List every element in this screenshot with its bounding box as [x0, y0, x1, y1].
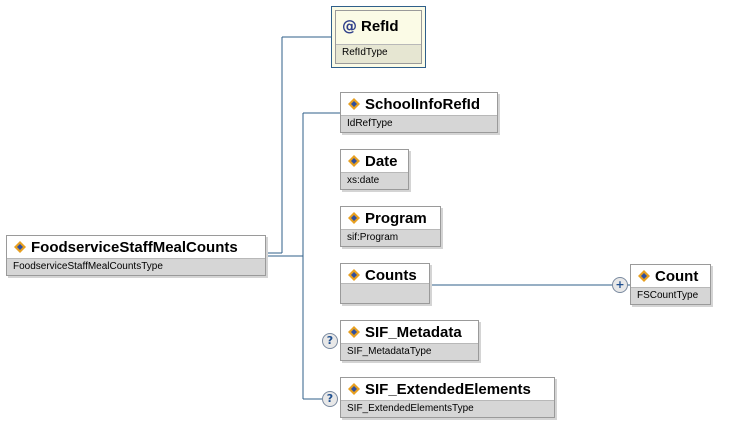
element-icon: [348, 269, 360, 281]
element-name: Counts: [365, 266, 417, 284]
element-name: SIF_Metadata: [365, 323, 462, 341]
element-icon: [14, 241, 26, 253]
root-element-box[interactable]: FoodserviceStaffMealCounts FoodserviceSt…: [6, 235, 266, 276]
element-type: [341, 283, 429, 303]
element-name: SIF_ExtendedElements: [365, 380, 531, 398]
element-schoolinforefid[interactable]: SchoolInfoRefId IdRefType: [340, 92, 498, 133]
attribute-name: RefId: [361, 17, 399, 35]
element-icon: [348, 212, 360, 224]
element-type: SIF_ExtendedElementsType: [341, 400, 554, 417]
root-element-type: FoodserviceStaffMealCountsType: [7, 258, 265, 275]
element-sif-metadata[interactable]: SIF_Metadata SIF_MetadataType: [340, 320, 479, 361]
element-icon: [638, 270, 650, 282]
optional-badge-icon[interactable]: ?: [322, 333, 338, 349]
element-icon: [348, 155, 360, 167]
element-name: Date: [365, 152, 398, 170]
element-icon: [348, 326, 360, 338]
element-program[interactable]: Program sif:Program: [340, 206, 441, 247]
element-date[interactable]: Date xs:date: [340, 149, 409, 190]
element-sif-extendedelements[interactable]: SIF_ExtendedElements SIF_ExtendedElement…: [340, 377, 555, 418]
element-name: Count: [655, 267, 699, 285]
element-icon: [348, 98, 360, 110]
element-count[interactable]: Count FSCountType: [630, 264, 711, 305]
attribute-type: RefIdType: [336, 44, 421, 63]
element-type: FSCountType: [631, 287, 710, 304]
root-element-name: FoodserviceStaffMealCounts: [31, 238, 238, 256]
element-icon: [348, 383, 360, 395]
element-name: Program: [365, 209, 427, 227]
element-counts[interactable]: Counts: [340, 263, 430, 304]
element-name: SchoolInfoRefId: [365, 95, 480, 113]
attribute-refid-box[interactable]: @ RefId RefIdType: [331, 6, 426, 68]
element-type: xs:date: [341, 172, 408, 189]
element-type: sif:Program: [341, 229, 440, 246]
element-type: SIF_MetadataType: [341, 343, 478, 360]
element-type: IdRefType: [341, 115, 497, 132]
at-icon: @: [342, 17, 357, 35]
expand-plus-icon[interactable]: +: [612, 277, 628, 293]
optional-badge-icon[interactable]: ?: [322, 391, 338, 407]
